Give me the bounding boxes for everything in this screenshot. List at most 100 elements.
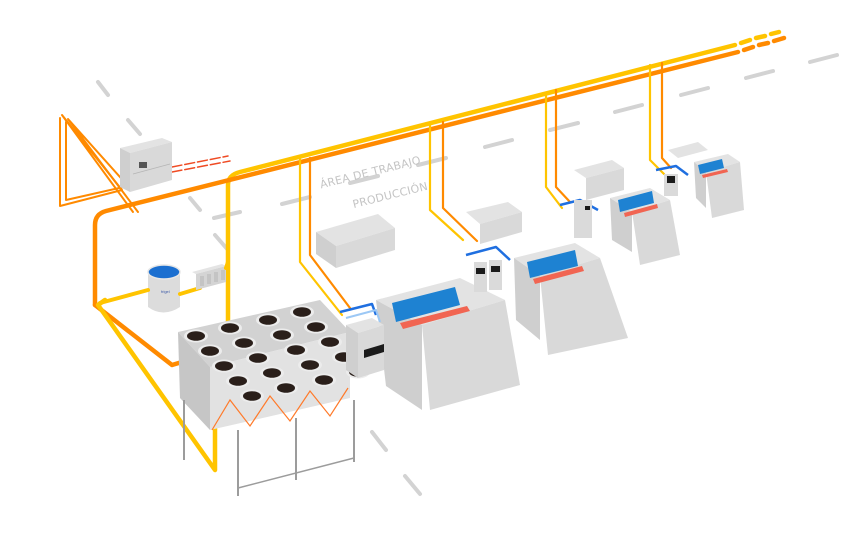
main-header-pipes xyxy=(92,29,787,403)
floor-dash xyxy=(744,69,775,80)
drop-hot-2 xyxy=(441,120,479,243)
tank-body xyxy=(148,272,180,313)
pump xyxy=(221,270,225,280)
pump xyxy=(207,274,211,284)
tcu-display xyxy=(667,176,675,183)
pump xyxy=(200,276,204,286)
machine-clamp-side xyxy=(694,162,706,208)
injection-machine-3[interactable] xyxy=(559,160,680,265)
fan-icon xyxy=(235,338,253,348)
fan-icon xyxy=(321,337,339,347)
mold-red xyxy=(533,266,584,284)
injection-machine-2[interactable] xyxy=(465,202,628,355)
fan-icon xyxy=(201,346,219,356)
machine-unit-front xyxy=(480,212,522,244)
tcu-display xyxy=(476,268,485,274)
machine-clamp-front xyxy=(632,200,680,265)
mold-red xyxy=(702,169,728,178)
thermoregulator-3[interactable] xyxy=(574,200,592,238)
fan-icon xyxy=(273,330,291,340)
machine-unit-front xyxy=(336,228,395,268)
process-cold-line xyxy=(339,302,378,316)
machine-unit-top xyxy=(316,214,395,246)
drycooler-side xyxy=(178,332,210,430)
water-tank[interactable]: frigel xyxy=(98,264,202,313)
fan-icon xyxy=(315,375,333,385)
tank-brand: frigel xyxy=(161,289,170,294)
process-cold-line xyxy=(655,164,689,176)
floor-dash xyxy=(613,103,644,114)
tcu-display xyxy=(585,206,590,210)
mold-blue xyxy=(527,250,578,278)
drycooler-coil xyxy=(211,387,349,431)
machine-clamp-side xyxy=(376,300,422,410)
hot-header-continuation xyxy=(771,35,787,44)
drop-warm-2 xyxy=(428,121,465,242)
machine-clamp-front xyxy=(706,162,744,218)
tcu-body xyxy=(489,260,502,290)
fan-icon xyxy=(243,391,261,401)
fan-icon xyxy=(215,361,233,371)
warm-water-header xyxy=(225,42,738,403)
tcu-top xyxy=(346,318,384,333)
chiller-panel-line xyxy=(132,163,171,175)
machine-unit-top xyxy=(668,142,708,158)
floor-markings xyxy=(96,53,839,496)
hot-header-continuation xyxy=(756,40,771,48)
hot-line-to-drycooler xyxy=(92,302,185,368)
fan-icon xyxy=(307,322,325,332)
mold-blue xyxy=(698,159,724,174)
machine-clamp-side xyxy=(514,258,540,340)
thermoregulator-1[interactable] xyxy=(346,318,384,378)
drop-warm-1 xyxy=(298,156,344,317)
floor-dash xyxy=(808,53,839,64)
mold-red xyxy=(400,306,470,329)
fan-icon xyxy=(249,353,267,363)
chiller-front xyxy=(130,142,172,192)
floor-dash xyxy=(679,86,710,97)
floor-dash xyxy=(370,430,388,452)
fan-icon xyxy=(229,376,247,386)
floor-dash xyxy=(96,80,110,97)
pump-manifold[interactable] xyxy=(192,260,230,290)
drop-hot-4 xyxy=(660,61,673,170)
tcu-display xyxy=(491,266,500,272)
floor-dash xyxy=(548,121,580,132)
drop-hot-1 xyxy=(308,156,352,310)
drycooler-front xyxy=(210,332,350,430)
process-cold-line xyxy=(465,245,511,261)
floor-dash xyxy=(416,156,448,167)
machine-clamp-front xyxy=(540,258,628,355)
warm-header-continuation xyxy=(768,29,782,37)
fan-icon xyxy=(287,345,305,355)
dry-cooler[interactable] xyxy=(178,300,370,496)
injection-machine-1[interactable] xyxy=(316,214,520,410)
pump xyxy=(214,272,218,282)
chiller-external-line xyxy=(171,160,231,173)
floor-dash xyxy=(403,474,422,496)
hot-water-header xyxy=(92,49,741,308)
fan-icon xyxy=(187,331,205,341)
floor-dash xyxy=(483,138,514,149)
machine-unit-top xyxy=(574,160,624,178)
fan-array xyxy=(184,305,370,403)
thermoregulator-4[interactable] xyxy=(664,174,678,196)
manifold-top xyxy=(192,264,226,274)
mold-blue xyxy=(392,287,460,322)
tank-water xyxy=(147,264,181,280)
process-return-line xyxy=(345,309,381,323)
central-chiller[interactable] xyxy=(120,138,172,192)
floor-dash xyxy=(126,118,142,136)
injection-machine-4[interactable] xyxy=(655,142,744,218)
thermoregulator-2[interactable] xyxy=(474,260,502,292)
tcu-display xyxy=(364,344,384,358)
machine-unit-front xyxy=(586,168,624,200)
chiller-display-icon xyxy=(139,162,147,168)
fan-icon xyxy=(221,323,239,333)
chiller-side xyxy=(120,148,130,192)
tank-inlet-pipe xyxy=(98,288,150,305)
drop-warm-3 xyxy=(544,91,564,210)
warm-header-continuation xyxy=(738,37,753,46)
machine-clamp-front xyxy=(422,300,520,410)
tcu-body xyxy=(474,262,487,292)
